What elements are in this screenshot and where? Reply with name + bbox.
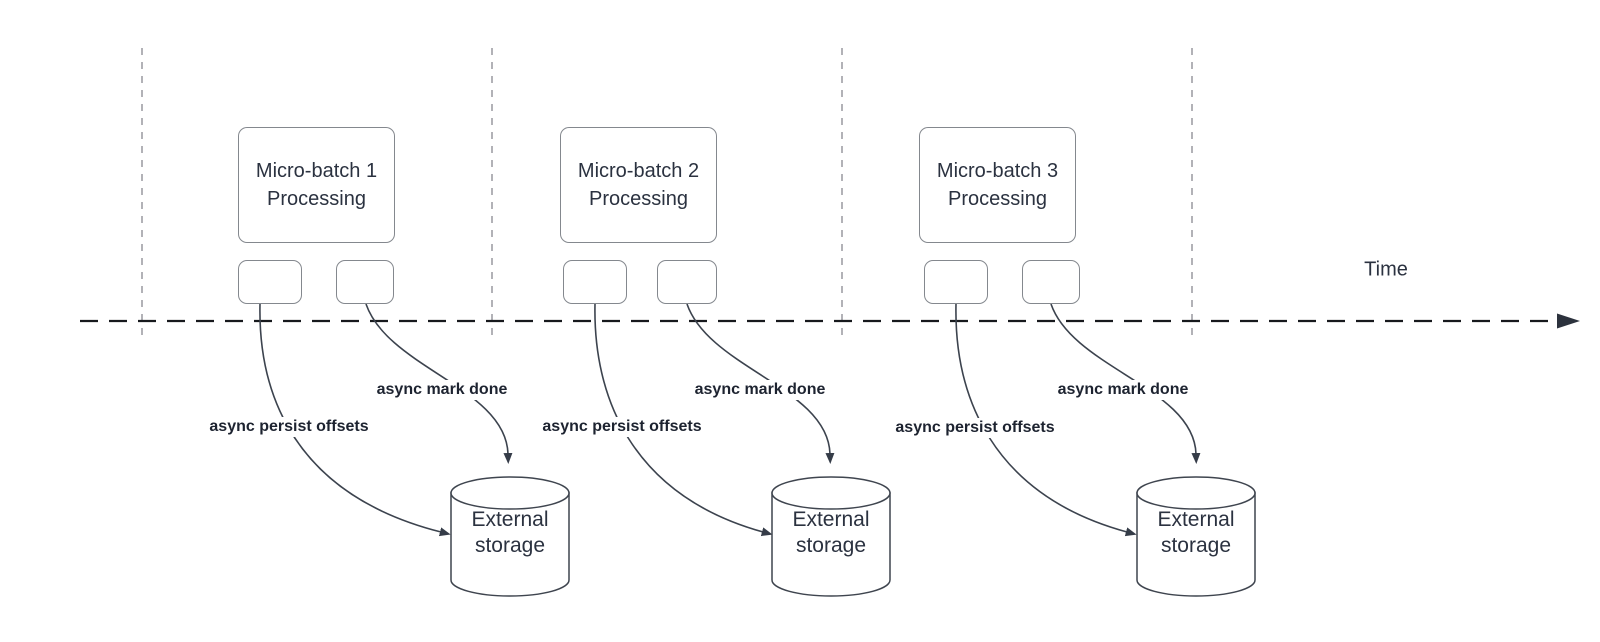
persist-offsets-node — [238, 260, 302, 304]
micro-batch-label-line1: Micro-batch 1 — [255, 160, 378, 182]
mark-done-arrow — [1050, 303, 1201, 464]
micro-batch-box: Micro-batch 1 Processing — [238, 127, 395, 243]
external-storage-cylinder — [1136, 476, 1256, 597]
mark-done-node — [657, 260, 717, 304]
micro-batch-label-line2: Processing — [948, 188, 1047, 210]
external-storage-label-line1: External — [471, 508, 549, 531]
external-storage-label: External storage — [772, 507, 890, 559]
external-storage-label: External storage — [451, 507, 569, 559]
time-label: Time — [1364, 258, 1408, 281]
mark-done-node — [1022, 260, 1080, 304]
mark-done-node — [336, 260, 394, 304]
external-storage-label-line1: External — [792, 508, 870, 531]
micro-batch-label-line2: Processing — [589, 188, 688, 210]
mark-done-label: async mark done — [689, 380, 831, 400]
micro-batch-label-line1: Micro-batch 3 — [936, 160, 1059, 182]
micro-batch-box: Micro-batch 2 Processing — [560, 127, 717, 243]
mark-done-arrow — [365, 303, 513, 464]
persist-offsets-label: async persist offsets — [537, 417, 707, 437]
persist-offsets-label: async persist offsets — [204, 417, 374, 437]
mark-done-arrow — [686, 303, 835, 464]
micro-batch-label-line1: Micro-batch 2 — [577, 160, 700, 182]
external-storage-label-line2: storage — [1160, 534, 1232, 557]
persist-offsets-arrow — [594, 303, 773, 537]
micro-batch-box: Micro-batch 3 Processing — [919, 127, 1076, 243]
persist-offsets-arrow — [259, 303, 451, 537]
external-storage-label-line1: External — [1157, 508, 1235, 531]
external-storage-label-line2: storage — [795, 534, 867, 557]
persist-offsets-node — [924, 260, 988, 304]
mark-done-label: async mark done — [1052, 380, 1194, 400]
micro-batch-label-line2: Processing — [267, 188, 366, 210]
external-storage-label-line2: storage — [474, 534, 546, 557]
persist-offsets-label: async persist offsets — [890, 418, 1060, 438]
time-axis-arrowhead-icon — [1557, 313, 1580, 329]
external-storage-cylinder — [450, 476, 570, 597]
external-storage-cylinder — [771, 476, 891, 597]
persist-offsets-arrow — [955, 303, 1137, 537]
persist-offsets-node — [563, 260, 627, 304]
external-storage-label: External storage — [1137, 507, 1255, 559]
mark-done-label: async mark done — [371, 380, 513, 400]
